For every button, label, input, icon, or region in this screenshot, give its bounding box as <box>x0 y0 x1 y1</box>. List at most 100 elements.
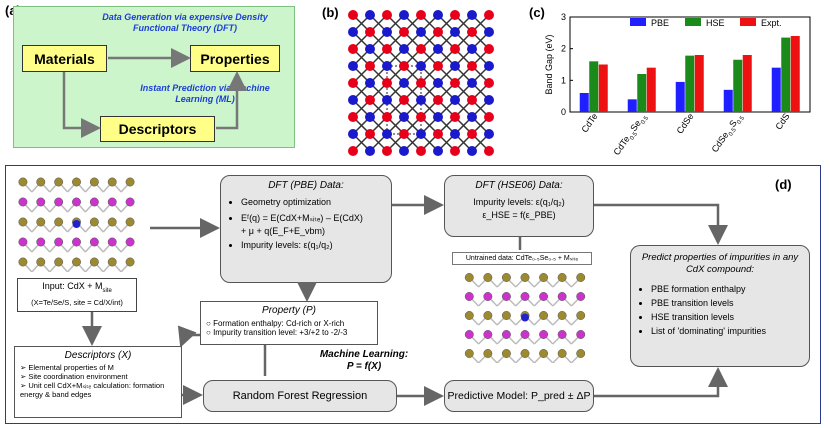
bar-pbe <box>627 99 637 112</box>
dft-hse-line1: Impurity levels: ε(q₁/q₂) <box>473 197 565 207</box>
lattice-atom <box>467 61 477 71</box>
structure-atom <box>72 177 81 187</box>
structure-atom <box>483 292 493 301</box>
dft-note: Data Generation via expensive Density Fu… <box>102 12 268 33</box>
property-item-2-text: Impurity transition level: +3/+2 to -2/-… <box>213 328 348 337</box>
structure-atom <box>501 349 511 358</box>
structure-atom <box>54 197 64 207</box>
lattice-atom <box>450 78 460 88</box>
lattice-atom <box>348 10 358 20</box>
lattice-atom <box>450 146 460 156</box>
structure-atom <box>72 257 81 267</box>
legend-swatch <box>685 18 701 26</box>
structure-atom <box>483 349 493 358</box>
structure-atom <box>520 330 530 339</box>
lattice-atom <box>484 95 494 105</box>
legend-label: Expt. <box>761 18 782 28</box>
structure-atom <box>54 177 64 187</box>
lattice-atom <box>382 10 392 20</box>
dft-pbe-item-1: Geometry optimization <box>241 197 385 207</box>
dft-pbe-item-2: Eᶠ(q) = E(CdX+Mₛᵢₜₑ) – E(CdX) <box>241 213 385 224</box>
descriptors-box: Descriptors (X) ➢ Elemental properties o… <box>14 346 182 418</box>
structure-atom <box>539 292 549 301</box>
lattice-atom <box>365 10 375 20</box>
lattice-atom <box>484 61 494 71</box>
structure-atom <box>18 177 28 187</box>
lattice-atom <box>433 146 443 156</box>
structure-atom <box>89 257 99 267</box>
descriptors-item-2: ➢ Site coordination environment <box>20 372 128 381</box>
lattice-atom <box>416 95 426 105</box>
bar-pbe <box>675 81 685 112</box>
structure-atom <box>18 237 28 247</box>
structure-atom <box>483 273 493 282</box>
structure-atom <box>107 257 117 267</box>
structure-atom <box>520 292 530 301</box>
lattice-atom <box>382 44 392 54</box>
input-box: Input: CdX + Msite (X=Te/Se/S, site = Cd… <box>17 278 137 312</box>
lattice-atom <box>365 44 375 54</box>
lattice-atom <box>450 27 460 37</box>
predict-item-1: PBE formation enthalpy <box>651 284 803 294</box>
lattice-atom <box>348 129 358 139</box>
panel-b-label: (b) <box>322 5 339 20</box>
bar-pbe <box>579 93 589 112</box>
lattice-atom <box>399 10 409 20</box>
lattice-atom <box>433 61 443 71</box>
structure-atom <box>520 273 530 282</box>
structure-atom <box>501 292 511 301</box>
bar-hse <box>685 55 695 112</box>
input-line1: Input: CdX + M <box>42 281 103 291</box>
impurity-atom <box>521 313 529 322</box>
bar-pbe <box>771 67 781 112</box>
descriptors-item-1-text: Elemental properties of M <box>28 363 114 372</box>
lattice-atom <box>484 10 494 20</box>
lattice-atom <box>467 78 477 88</box>
structure-atom <box>125 257 135 267</box>
legend-label: HSE <box>706 18 725 28</box>
bar-expt <box>646 67 656 112</box>
legend-swatch <box>630 18 646 26</box>
lattice-atom <box>399 78 409 88</box>
lattice-atom <box>365 78 375 88</box>
structure-atom <box>36 197 46 207</box>
ml-label-line2: P = f(X) <box>346 361 382 372</box>
lattice-atom <box>450 129 460 139</box>
lattice-atom <box>484 78 494 88</box>
legend-label: PBE <box>651 18 669 28</box>
lattice-atom <box>467 112 477 122</box>
lattice-atom <box>484 129 494 139</box>
lattice-atom <box>416 61 426 71</box>
ml-label: Machine Learning: P = f(X) <box>308 349 420 373</box>
structure-atom <box>464 349 474 358</box>
lattice-atom <box>365 112 375 122</box>
lattice-atom <box>467 146 477 156</box>
structure-atom <box>557 349 567 358</box>
lattice-atom <box>433 10 443 20</box>
structure-atom <box>520 349 530 358</box>
lattice-atom <box>365 61 375 71</box>
lattice-atom <box>382 112 392 122</box>
lattice-atom <box>467 44 477 54</box>
structure-atom <box>576 349 586 358</box>
lattice-atom <box>416 44 426 54</box>
lattice-atom <box>450 112 460 122</box>
lattice-atom <box>433 78 443 88</box>
lattice-atom <box>365 27 375 37</box>
panel-d-label: (d) <box>775 177 792 192</box>
structure-atom <box>54 257 64 267</box>
dft-hse-box: DFT (HSE06) Data: Impurity levels: ε(q₁/… <box>444 175 594 237</box>
y-tick-label: 1 <box>561 75 566 85</box>
descriptors-node: Descriptors <box>100 116 215 142</box>
panel-a-arrows <box>62 48 247 138</box>
lattice-atom <box>450 61 460 71</box>
lattice-atom <box>399 112 409 122</box>
lattice-atom <box>433 27 443 37</box>
lattice-atom <box>433 129 443 139</box>
input-line2: (X=Te/Se/S, site = Cd/X/int) <box>31 297 123 307</box>
property-item-2: ○ Impurity transition level: +3/+2 to -2… <box>206 328 348 337</box>
materials-node: Materials <box>22 45 107 72</box>
structure-atom <box>125 237 135 247</box>
lattice-atom <box>382 61 392 71</box>
lattice-atom <box>467 10 477 20</box>
